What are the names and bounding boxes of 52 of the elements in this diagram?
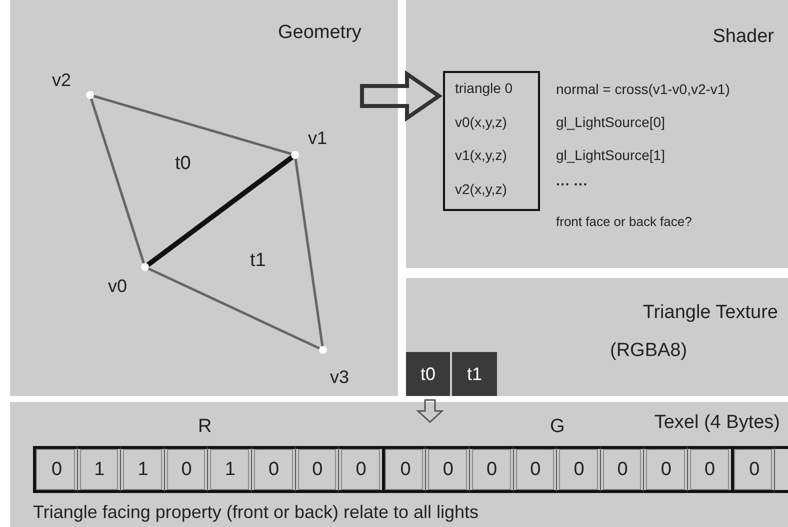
bit-cell: 0 xyxy=(33,446,78,493)
bit-cell: 1 xyxy=(120,446,165,493)
field-text: v1(x,y,z) xyxy=(455,147,507,163)
bit-cell: 0 xyxy=(294,446,340,493)
field-text: v0(x,y,z) xyxy=(455,114,507,130)
bit-cell: 0 xyxy=(512,446,558,493)
panel-title: Geometry xyxy=(278,22,362,44)
face-label: t1 xyxy=(250,250,266,272)
bit-cell: 0 xyxy=(338,446,383,493)
bit-cell: 0 xyxy=(556,446,601,493)
field-text: v2(x,y,z) xyxy=(455,180,507,196)
section-panel xyxy=(10,402,788,527)
vertex-label: v1 xyxy=(308,128,328,149)
bit-cell: 0 xyxy=(469,446,514,493)
texture-cell xyxy=(452,352,497,396)
texture-cell xyxy=(406,352,450,396)
bit-cell: 0 xyxy=(425,446,470,493)
code-text: gl_LightSource[0] xyxy=(556,114,665,130)
bit-cell: 1 xyxy=(76,446,122,493)
panel-title: (RGBA8) xyxy=(610,340,688,362)
section-panel xyxy=(406,278,788,396)
note-text: front face or back face? xyxy=(556,214,692,229)
face-label: t0 xyxy=(175,153,191,175)
hollow-arrow xyxy=(416,399,444,424)
panel-title: Triangle Texture xyxy=(642,302,778,324)
code-text: gl_LightSource[1] xyxy=(556,147,665,163)
section-panel xyxy=(406,0,788,268)
hollow-arrow xyxy=(360,70,443,122)
bit-cell: 0 xyxy=(164,446,208,493)
triangle-edge xyxy=(144,153,296,269)
vertex-label: v3 xyxy=(330,367,350,388)
bit-cell: 0 xyxy=(687,446,732,493)
vertex-label: v2 xyxy=(52,70,72,91)
data-box xyxy=(443,71,540,211)
bit-cell: 0 xyxy=(600,446,644,493)
ellipsis-text: ··· ··· xyxy=(556,176,588,192)
cell-text: t1 xyxy=(466,364,483,385)
channel-label: G xyxy=(550,416,565,438)
channel-label: R xyxy=(198,416,212,438)
vertex-label: v0 xyxy=(108,276,128,297)
section-panel xyxy=(10,0,398,396)
code-text: normal = cross(v1-v0,v2-v1) xyxy=(556,81,730,97)
bit-cell: 1 xyxy=(207,446,252,493)
bit-cell: 0 xyxy=(730,446,776,493)
bit-cell: 0 xyxy=(251,446,296,493)
panel-title: Texel (4 Bytes) xyxy=(654,412,780,434)
bit-cell: 0 xyxy=(643,446,688,493)
cell-text: t0 xyxy=(419,364,436,385)
field-text: triangle 0 xyxy=(455,80,513,96)
panel-title: Shader xyxy=(712,26,774,48)
caption-text: Triangle facing property (front or back) relate to all lights xyxy=(33,502,479,523)
bit-cell: 0 xyxy=(382,446,426,493)
